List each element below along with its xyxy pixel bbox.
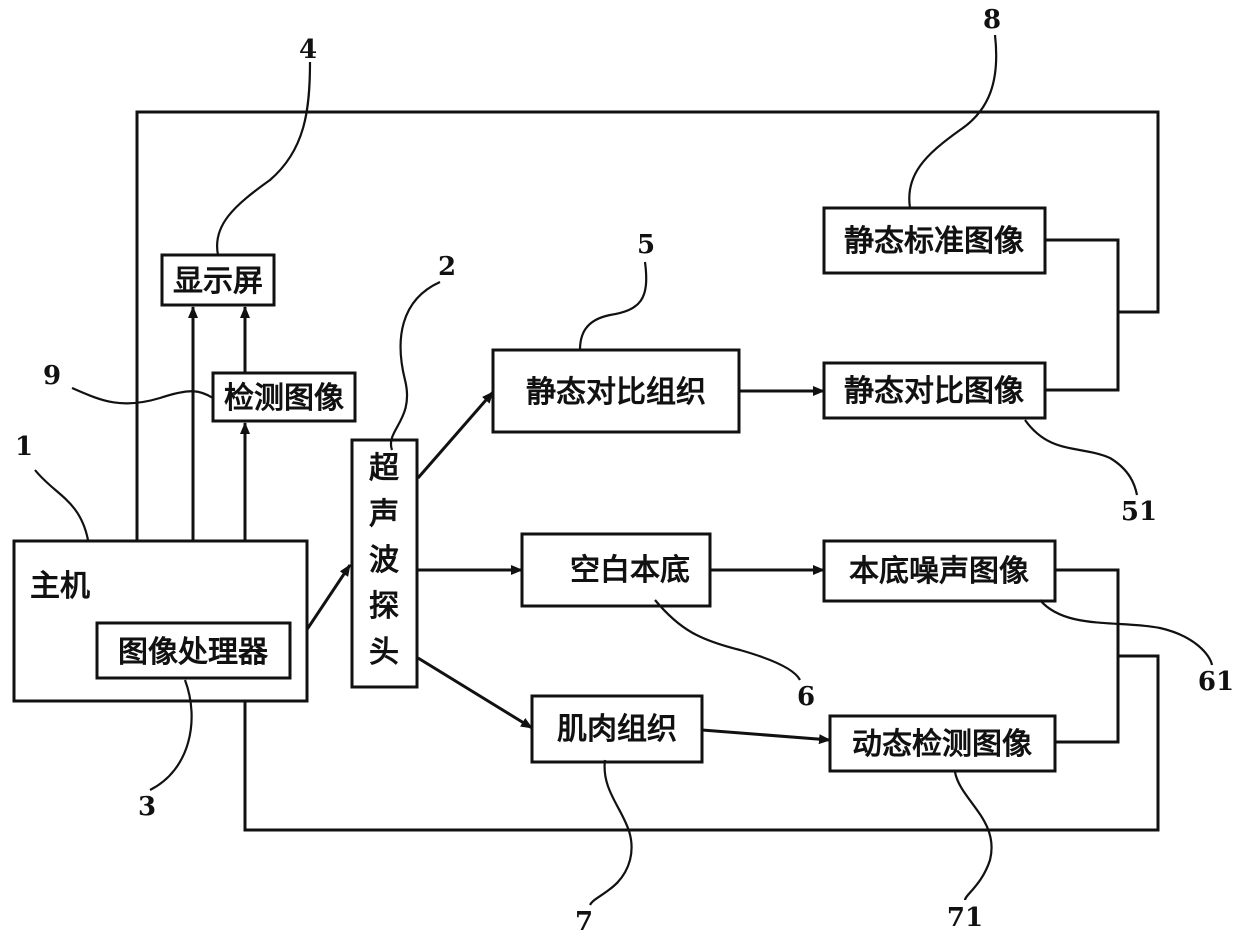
- static-bracket: [1045, 240, 1118, 390]
- leader-8: [909, 35, 996, 208]
- dynamic-detection-image-label: 动态检测图像: [852, 727, 1032, 762]
- static-contrast-image-label: 静态对比图像: [844, 374, 1024, 409]
- probe-to-static-tissue-line: [418, 392, 493, 478]
- ref-51: 51: [1121, 497, 1157, 527]
- leader-2: [391, 282, 440, 450]
- static-standard-image-label: 静态标准图像: [844, 224, 1024, 259]
- ref-6: 6: [797, 682, 815, 712]
- display-label: 显示屏: [173, 264, 263, 299]
- leader-6: [655, 600, 800, 680]
- muscle-to-dynamic-image-line: [702, 730, 830, 740]
- probe-char-2: 声: [369, 497, 399, 532]
- dynamic-bracket: [1055, 570, 1118, 742]
- muscle-tissue-label: 肌肉组织: [557, 712, 677, 747]
- image-processor-label: 图像处理器: [118, 635, 269, 670]
- ref-9: 9: [43, 361, 61, 391]
- ref-3: 3: [138, 792, 156, 822]
- background-noise-image-label: 本底噪声图像: [849, 554, 1029, 589]
- detection-image-label: 检测图像: [224, 381, 344, 416]
- probe-char-1: 超: [369, 451, 400, 486]
- leader-4: [217, 62, 310, 255]
- leader-1: [35, 470, 88, 540]
- leader-51: [1025, 420, 1137, 495]
- probe-char-4: 探: [369, 589, 399, 624]
- ref-2: 2: [438, 252, 456, 282]
- leader-7: [590, 760, 632, 905]
- ref-4: 4: [299, 35, 317, 65]
- ref-71: 71: [947, 903, 983, 933]
- probe-char-3: 波: [369, 543, 400, 578]
- host-label: 主机: [30, 569, 90, 604]
- probe-to-muscle-line: [418, 658, 532, 728]
- leader-71: [955, 772, 992, 900]
- blank-background-label: 空白本底: [570, 553, 690, 588]
- ref-7: 7: [575, 907, 593, 937]
- ref-1: 1: [15, 432, 33, 462]
- ref-8: 8: [983, 5, 1001, 35]
- static-contrast-tissue-label: 静态对比组织: [526, 375, 706, 410]
- ref-61: 61: [1198, 667, 1234, 697]
- ref-5: 5: [637, 230, 655, 260]
- probe-char-5: 头: [369, 635, 399, 670]
- leader-5: [580, 262, 646, 350]
